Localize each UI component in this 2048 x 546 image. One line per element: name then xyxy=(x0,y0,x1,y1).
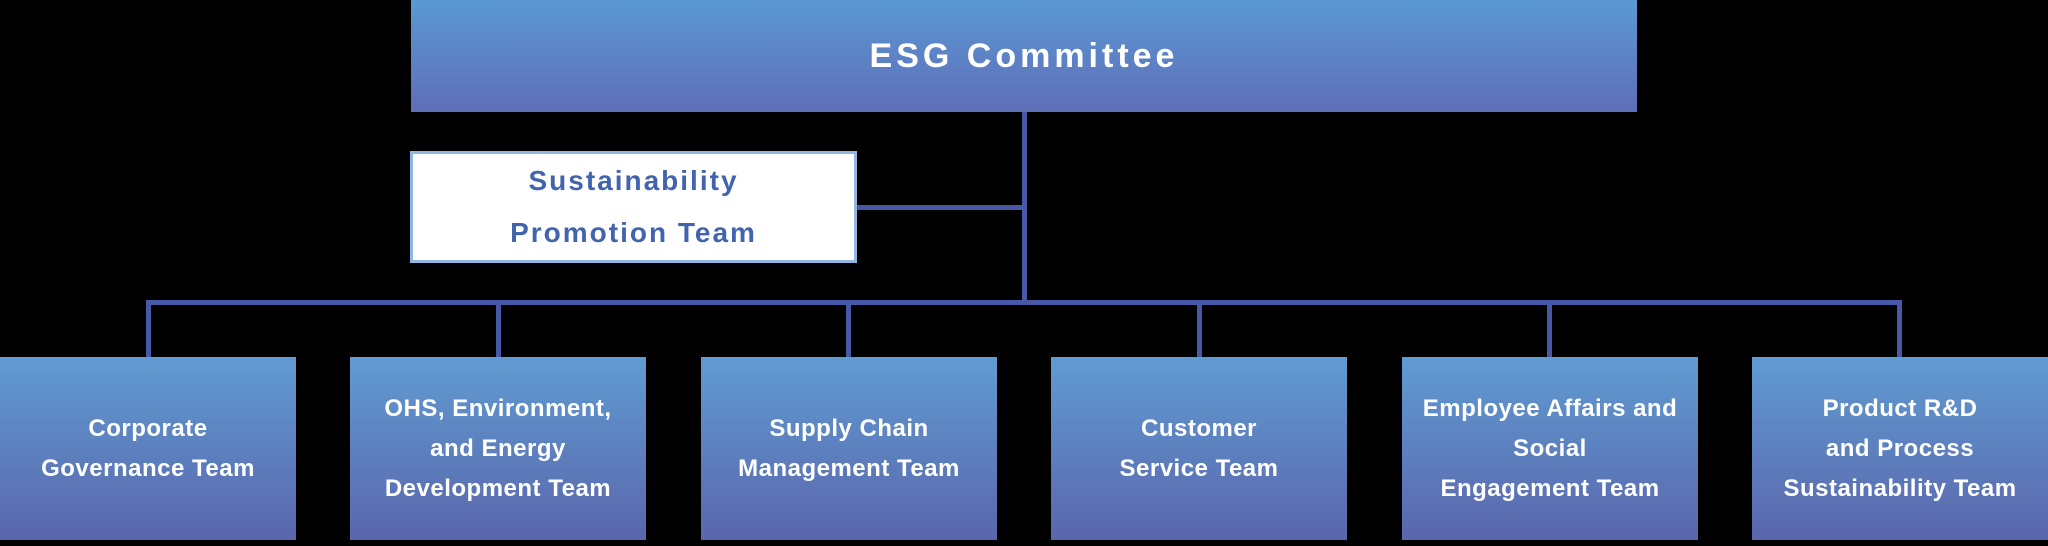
drop-line-customer-service xyxy=(1197,305,1202,357)
team-node-line: Sustainability Team xyxy=(1783,474,2017,502)
team-node-line: Corporate xyxy=(88,414,208,442)
staff-node-line: Promotion Team xyxy=(510,217,757,248)
team-node-line: Supply Chain xyxy=(769,414,929,442)
team-node-line: OHS, Environment, xyxy=(384,394,612,422)
team-node-supply-chain-management: Supply Chain Management Team xyxy=(701,357,997,540)
trunk-connector-line xyxy=(1022,112,1027,305)
team-node-line: Employee Affairs and xyxy=(1422,394,1678,422)
team-node-line: and Energy xyxy=(430,434,566,462)
team-node-customer-service: Customer Service Team xyxy=(1051,357,1347,540)
team-node-line: Development Team xyxy=(384,474,612,502)
drop-line-corporate-governance xyxy=(146,305,151,357)
team-node-ohs-environment-energy: OHS, Environment, and Energy Development… xyxy=(350,357,646,540)
team-node-line: Customer xyxy=(1140,414,1258,442)
horizontal-rail-line xyxy=(146,300,1902,305)
drop-line-employee-affairs xyxy=(1547,305,1552,357)
team-node-line: and Process xyxy=(1825,434,1975,462)
team-node-line: Management Team xyxy=(738,454,960,482)
drop-line-supply-chain xyxy=(846,305,851,357)
drop-line-product-rd xyxy=(1897,305,1902,357)
team-node-line: Social xyxy=(1513,434,1587,462)
team-node-corporate-governance: Corporate Governance Team xyxy=(0,357,296,540)
staff-node-line: Sustainability xyxy=(528,165,739,196)
team-node-line: Governance Team xyxy=(41,454,255,482)
team-node-line: Service Team xyxy=(1119,454,1279,482)
team-node-line: Engagement Team xyxy=(1440,474,1660,502)
team-node-employee-affairs-social-engagement: Employee Affairs and Social Engagement T… xyxy=(1402,357,1698,540)
staff-connector-line xyxy=(857,205,1022,210)
root-node-esg-committee: ESG Committee xyxy=(411,0,1637,112)
staff-node-sustainability-promotion-team: Sustainability Promotion Team xyxy=(410,151,857,263)
root-node-label: ESG Committee xyxy=(869,36,1179,75)
drop-line-ohs-environment xyxy=(496,305,501,357)
team-node-product-rd-process-sustainability: Product R&D and Process Sustainability T… xyxy=(1752,357,2048,540)
team-node-line: Product R&D xyxy=(1822,394,1978,422)
